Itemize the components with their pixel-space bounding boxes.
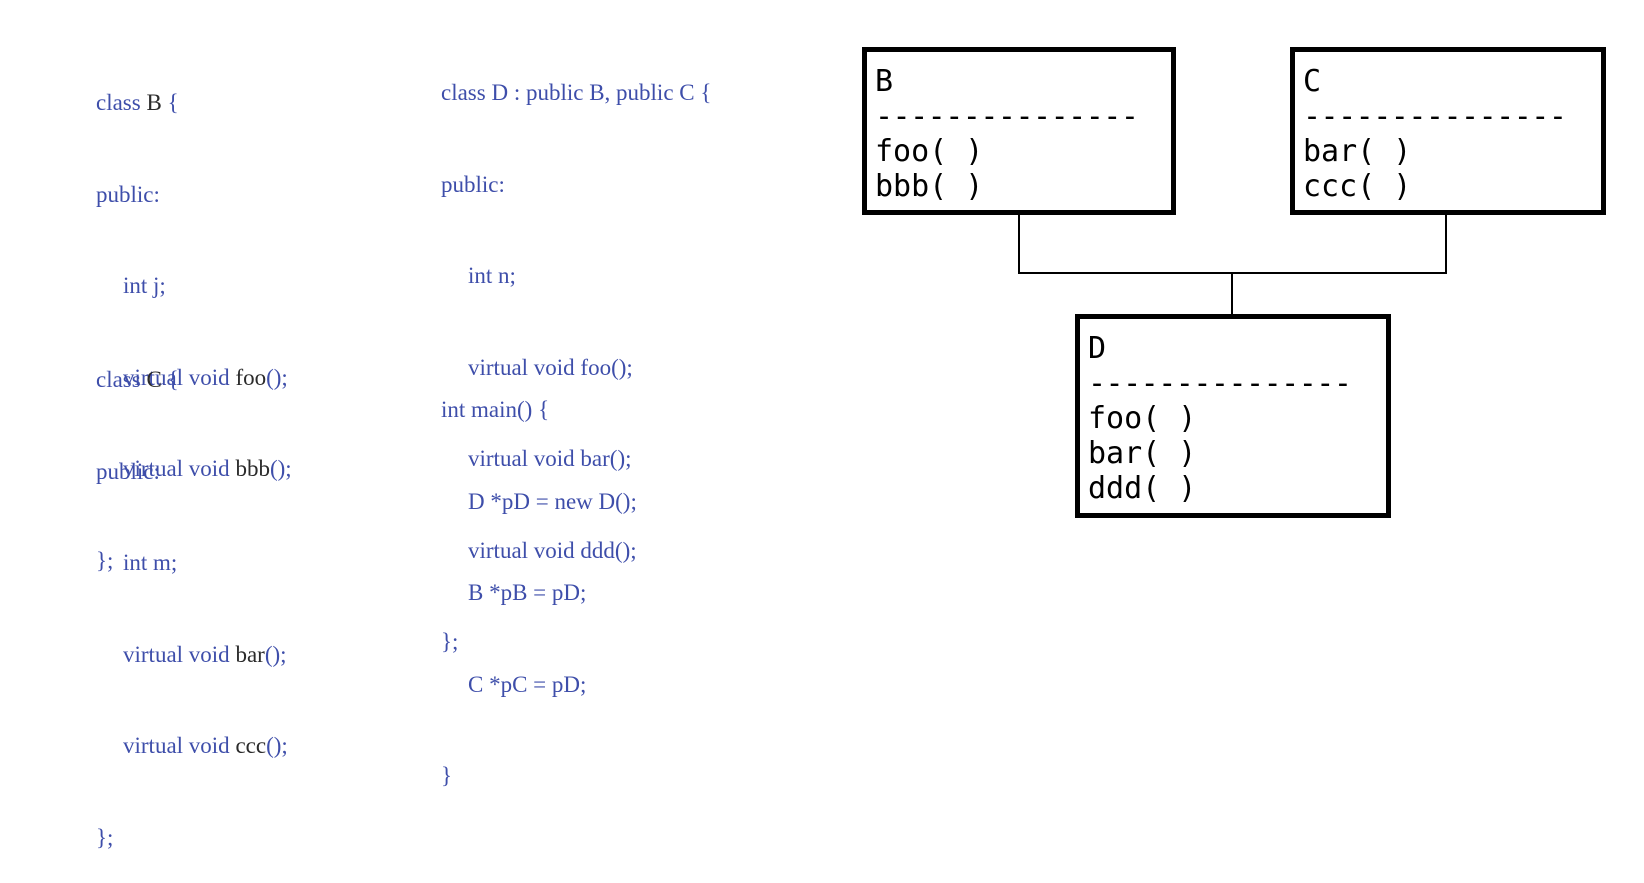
method: ccc( ) bbox=[1303, 169, 1412, 204]
class-box-b: B --------------- foo( ) bbb( ) bbox=[862, 47, 1176, 215]
method: bar( ) bbox=[1088, 436, 1197, 471]
code-line: }; bbox=[96, 547, 114, 573]
divider: --------------- bbox=[1303, 99, 1567, 134]
code-line: virtual void bar(); bbox=[123, 641, 287, 667]
connector-b-down bbox=[1018, 212, 1020, 274]
code-line: class B { bbox=[96, 90, 179, 115]
divider: --------------- bbox=[875, 99, 1139, 134]
code-class-d: class D : public B, public C { public: i… bbox=[441, 21, 711, 688]
code-line: int j; bbox=[123, 273, 166, 298]
method: bbb( ) bbox=[875, 169, 984, 204]
code-line: public: bbox=[96, 458, 160, 484]
code-line: virtual void bbb(); bbox=[123, 456, 292, 481]
code-line: int n; bbox=[468, 263, 516, 288]
class-name: C bbox=[1303, 64, 1322, 99]
code-line: } bbox=[441, 763, 453, 788]
code-main: int main() { D *pD = new D(); B *pB = pD… bbox=[441, 338, 637, 822]
class-box-d: D --------------- foo( ) bar( ) ddd( ) bbox=[1075, 314, 1391, 518]
code-line: virtual void bar(); bbox=[468, 446, 632, 471]
code-line: C *pC = pD; bbox=[468, 671, 587, 697]
code-line: public: bbox=[441, 171, 505, 197]
code-line: class D : public B, public C { bbox=[441, 80, 712, 105]
code-class-c: class C { public: int m; virtual void ba… bbox=[96, 308, 288, 883]
connector-d-up bbox=[1231, 272, 1233, 317]
code-line: B *pB = pD; bbox=[468, 580, 587, 605]
code-line: D *pD = new D(); bbox=[468, 488, 637, 514]
method: foo( ) bbox=[1088, 401, 1197, 436]
code-line: public: bbox=[96, 181, 160, 207]
code-line: virtual void ccc(); bbox=[123, 733, 288, 758]
divider: --------------- bbox=[1088, 366, 1352, 401]
class-name: B bbox=[875, 64, 894, 99]
class-box-c: C --------------- bar( ) ccc( ) bbox=[1290, 47, 1606, 215]
method: bar( ) bbox=[1303, 134, 1412, 169]
code-line: virtual void ddd(); bbox=[468, 537, 637, 563]
connector-c-down bbox=[1445, 212, 1447, 274]
code-class-b: class B { public: int j; virtual void fo… bbox=[96, 31, 292, 606]
code-line: int main() { bbox=[441, 397, 550, 422]
class-name: D bbox=[1088, 331, 1107, 366]
method: ddd( ) bbox=[1088, 471, 1197, 506]
code-line: }; bbox=[96, 824, 114, 850]
code-line: virtual void foo(); bbox=[468, 354, 633, 380]
method: foo( ) bbox=[875, 134, 984, 169]
code-line: virtual void foo(); bbox=[123, 364, 288, 390]
code-line: class C { bbox=[96, 367, 179, 392]
code-line: int m; bbox=[123, 550, 178, 575]
